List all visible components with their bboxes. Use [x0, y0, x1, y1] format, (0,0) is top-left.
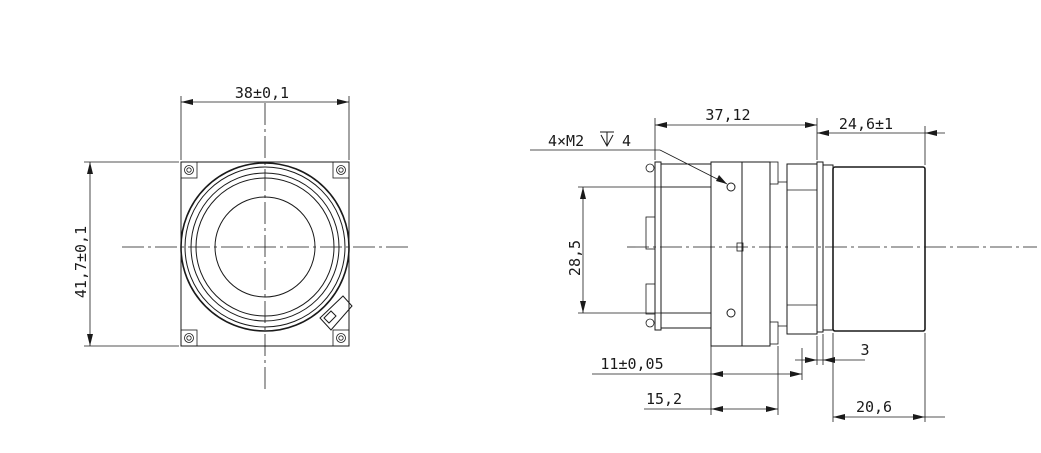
front-height-label: 41,7±0,1: [72, 226, 90, 298]
thread-callout: 4×M2 4: [530, 131, 728, 185]
corner-screw-bottom-right: [332, 329, 350, 347]
lens-length-label: 24,6±1: [839, 115, 893, 133]
corner-screw-bottom-left: [180, 329, 198, 347]
top-length-dimensions: 37,12 24,6±1: [654, 106, 945, 165]
front-view: 38±0,1 41,7±0,1: [72, 84, 410, 392]
offset-15-label: 15,2: [646, 390, 682, 408]
flange-3-label: 3: [860, 341, 869, 359]
side-lens-barrel: [832, 166, 926, 332]
front-height-dimension: 41,7±0,1: [72, 161, 179, 347]
length-37-label: 37,12: [705, 106, 750, 124]
height-28-dimension: 28,5: [566, 186, 711, 314]
front-lens: [180, 162, 350, 332]
thread-depth-label: 4: [622, 132, 631, 150]
side-view: 4×M2 4 37,12 24,6±1 28,5: [530, 106, 1037, 422]
corner-screw-top-right: [332, 161, 350, 179]
offset-11-label: 11±0,05: [600, 355, 663, 373]
front-width-dimension: 38±0,1: [180, 84, 350, 160]
bottom-dimensions: 11±0,05 3 15,2 20,6: [592, 333, 945, 422]
length-20-label: 20,6: [856, 398, 892, 416]
front-connector-tab: [319, 295, 353, 331]
depth-symbol-icon: [600, 131, 614, 148]
thread-hole-top: [726, 182, 736, 192]
front-width-label: 38±0,1: [235, 84, 289, 102]
side-housing: [710, 161, 787, 347]
side-lens-mount: [786, 161, 834, 335]
thread-hole-bottom: [726, 308, 736, 318]
thread-callout-label: 4×M2: [548, 132, 584, 150]
corner-screw-top-left: [180, 161, 198, 179]
height-28-label: 28,5: [566, 240, 584, 276]
